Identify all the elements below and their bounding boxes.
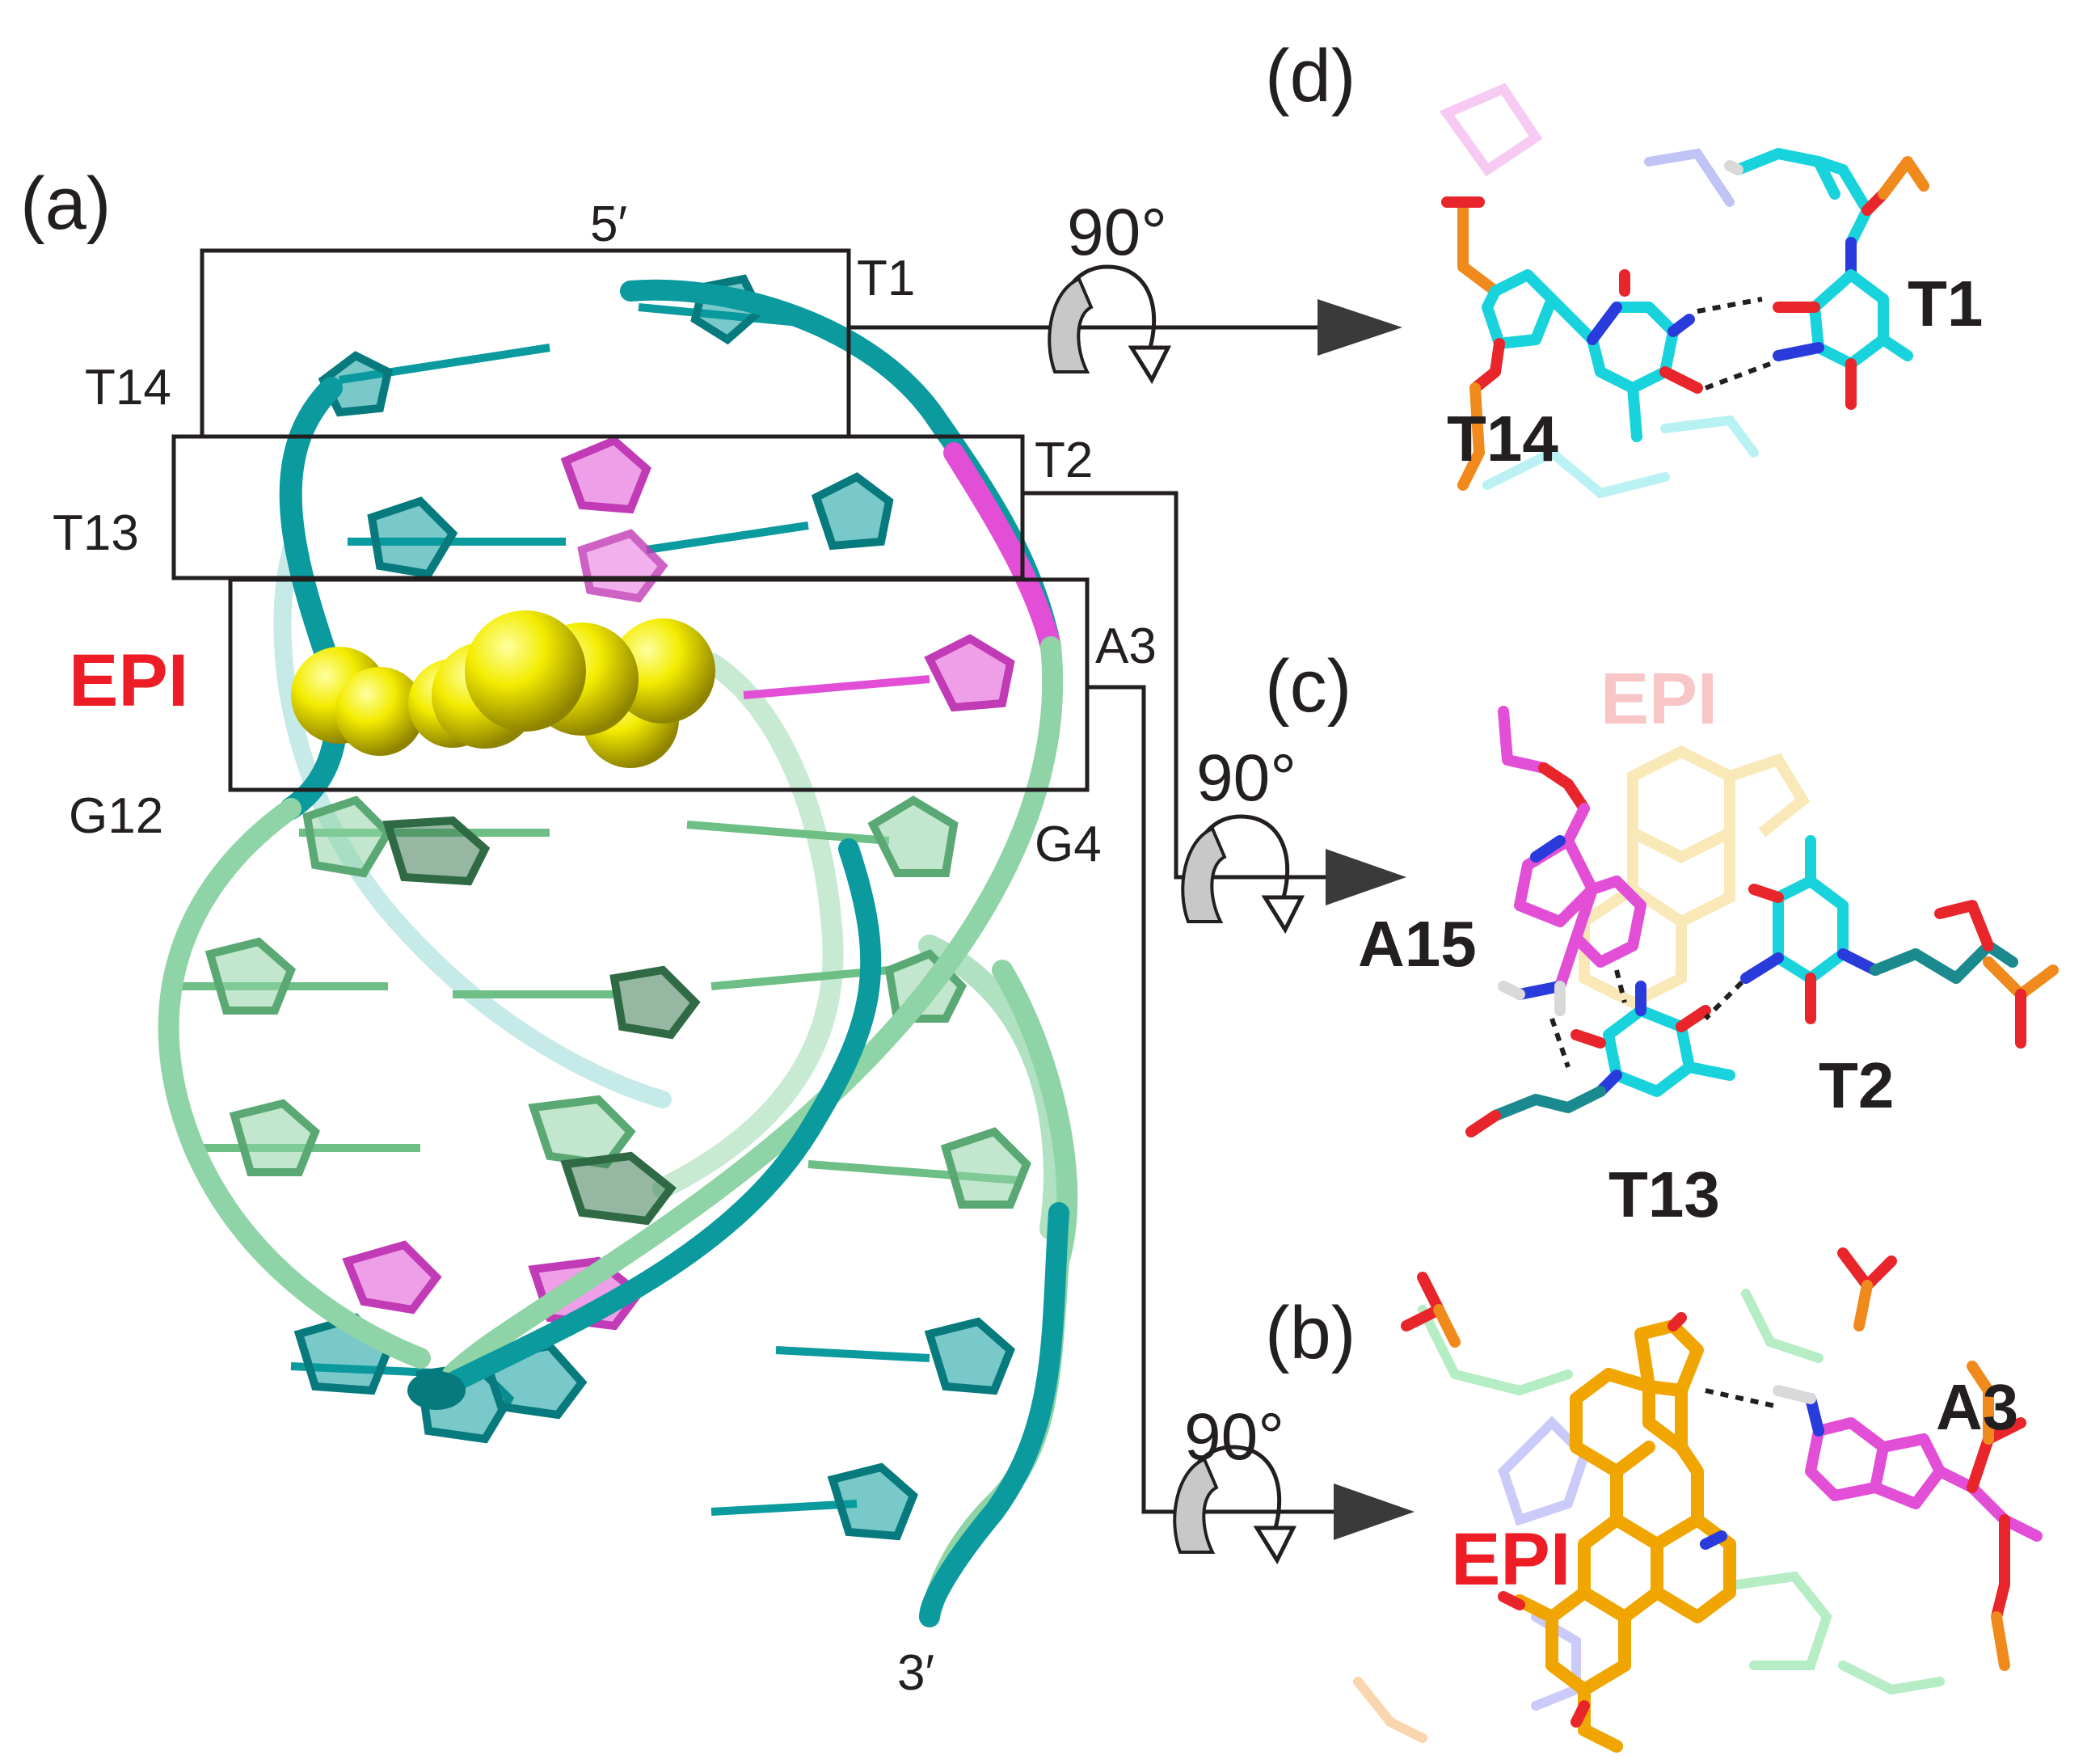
base-rungs: [170, 274, 1031, 1541]
residue-t2-label: T2: [1035, 433, 1093, 488]
panel-c: (c) 90° EPI: [1196, 645, 2059, 1230]
residue-t14-label: T14: [85, 360, 171, 416]
d-t1-label: T1: [1908, 268, 1983, 340]
t14-sticks: [1441, 196, 1703, 491]
back-strand-2: [273, 541, 672, 1108]
b-a3-label: A3: [1936, 1371, 2018, 1443]
residue-g12-label: G12: [69, 788, 163, 844]
t1-sticks: [1724, 148, 1929, 410]
strand-end-cap: [407, 1371, 466, 1410]
t13-sticks: [1465, 981, 1735, 1137]
arrowhead-b: [1334, 1483, 1415, 1540]
rotation-arrow-d: [1048, 264, 1172, 385]
left-strand-mint: [158, 798, 431, 1369]
d-background-sticks: [1439, 82, 1759, 499]
d-t14-label: T14: [1447, 403, 1558, 475]
b-phosphate-top: [1401, 1247, 1897, 1348]
connector-b: [1087, 685, 1334, 1514]
t2-sticks: [1740, 835, 2059, 1049]
c-t2-label: T2: [1819, 1049, 1894, 1121]
c-hbonds: [1549, 969, 1744, 1068]
epi-label-a: EPI: [69, 639, 188, 722]
residue-g4-label: G4: [1035, 817, 1102, 872]
c-a15-label: A15: [1358, 908, 1477, 980]
front-strand-magenta: [943, 442, 1061, 657]
panel-c-label: (c): [1265, 645, 1351, 728]
selection-boxes: [171, 248, 1090, 792]
five-prime-label: 5′: [590, 196, 627, 252]
panel-d: (d) 90°: [1067, 35, 1983, 499]
b-epi-label: EPI: [1451, 1518, 1571, 1601]
b-a3-sticks: [1773, 1361, 2043, 1671]
back-strand-1: [652, 652, 844, 1199]
panel-b: (b) 90°: [1184, 1247, 2043, 1753]
c-epi-faded-label: EPI: [1600, 659, 1718, 740]
rotation-d-label: 90°: [1067, 196, 1167, 269]
residue-a3-label: A3: [1095, 618, 1157, 674]
b-epi-heteroatoms: [1498, 1312, 1727, 1728]
cross-strand-teal: [426, 838, 882, 1401]
front-strand-teal-top: [620, 279, 1061, 657]
b-hbond: [1705, 1388, 1779, 1409]
rotation-arrow-c: [1181, 814, 1305, 935]
a15-sticks: [1498, 706, 1646, 1016]
three-prime-label: 3′: [897, 1645, 934, 1701]
box-t1-t14: [200, 248, 851, 439]
arrowhead-c: [1326, 849, 1406, 905]
arrowhead-d: [1318, 299, 1402, 356]
panel-b-label: (b): [1265, 1292, 1355, 1374]
c-t13-label: T13: [1608, 1158, 1720, 1230]
c-epi-faded-sticks: [1579, 745, 1811, 1009]
epi-spheres: [291, 610, 715, 768]
panel-a: (a) 5′ T1 T14 T2 T13 A3 EPI G12 G4 3′: [20, 162, 1415, 1701]
residue-t13-label: T13: [53, 505, 139, 561]
connectors: [849, 325, 1334, 1514]
box-a3-g12: [228, 577, 1090, 792]
residue-t1-label: T1: [857, 251, 915, 306]
rotation-c-label: 90°: [1196, 741, 1296, 815]
panel-d-label: (d): [1265, 35, 1355, 117]
rotation-b-label: 90°: [1184, 1400, 1284, 1474]
rotation-arrow-b: [1173, 1445, 1297, 1565]
left-strand-teal: [279, 377, 348, 820]
panel-a-label: (a): [20, 162, 111, 245]
d-hbonds: [1697, 297, 1772, 390]
right-strand-teal-end: [919, 1202, 1069, 1627]
connector-c: [1022, 491, 1326, 880]
